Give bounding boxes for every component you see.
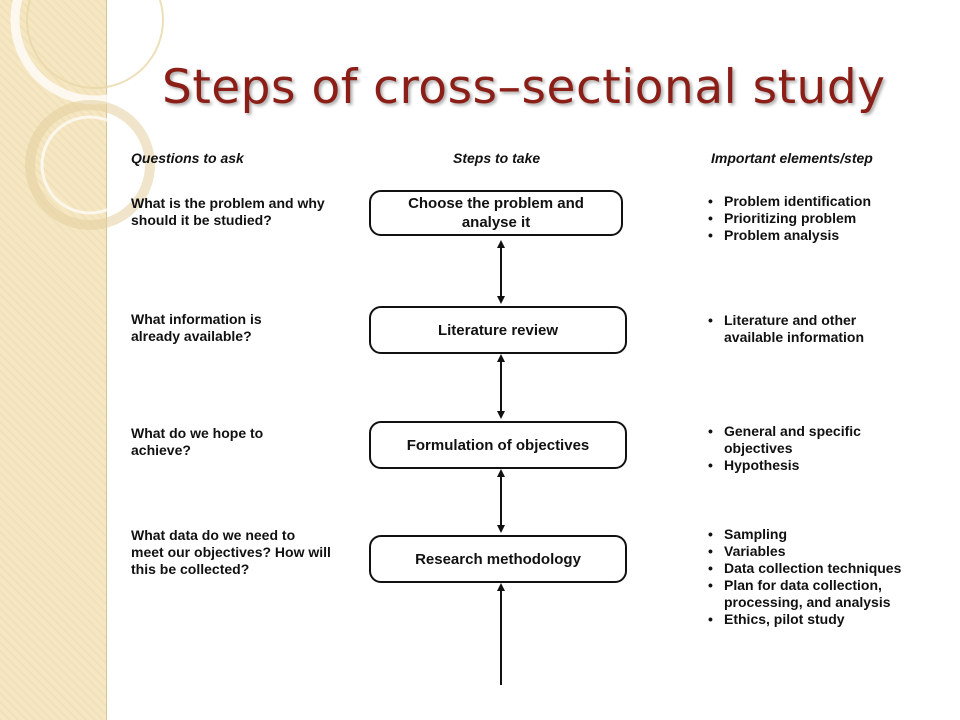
elements-list-1: Problem identification Prioritizing prob…: [706, 193, 906, 244]
step-box-research-methodology: Research methodology: [369, 535, 627, 583]
element-item: Sampling: [706, 526, 911, 543]
step-box-choose-problem: Choose the problem and analyse it: [369, 190, 623, 236]
elements-list-4: Sampling Variables Data collection techn…: [706, 526, 911, 628]
element-item: General and specific objectives: [706, 423, 896, 457]
column-header-elements: Important elements/step: [711, 150, 873, 166]
element-item: Variables: [706, 543, 911, 560]
element-item: Literature and other available informati…: [706, 312, 906, 346]
element-item: Problem analysis: [706, 227, 906, 244]
column-header-questions: Questions to ask: [131, 150, 244, 166]
column-header-steps: Steps to take: [453, 150, 541, 166]
elements-list-2: Literature and other available informati…: [706, 312, 906, 346]
question-1: What is the problem and why should it be…: [131, 195, 325, 228]
element-item: Plan for data collection, processing, an…: [706, 577, 911, 611]
slide-title: Steps of cross–sectional study: [162, 60, 886, 115]
elements-list-3: General and specific objectives Hypothes…: [706, 423, 896, 474]
decorative-rings: [10, 0, 180, 230]
element-item: Data collection techniques: [706, 560, 911, 577]
question-4: What data do we need to meet our objecti…: [131, 527, 331, 577]
element-item: Ethics, pilot study: [706, 611, 911, 628]
element-item: Prioritizing problem: [706, 210, 906, 227]
step-box-formulation-objectives: Formulation of objectives: [369, 421, 627, 469]
element-item: Hypothesis: [706, 457, 896, 474]
step-box-literature-review: Literature review: [369, 306, 627, 354]
element-item: Problem identification: [706, 193, 906, 210]
question-2: What information is already available?: [131, 311, 262, 344]
question-3: What do we hope to achieve?: [131, 425, 264, 458]
